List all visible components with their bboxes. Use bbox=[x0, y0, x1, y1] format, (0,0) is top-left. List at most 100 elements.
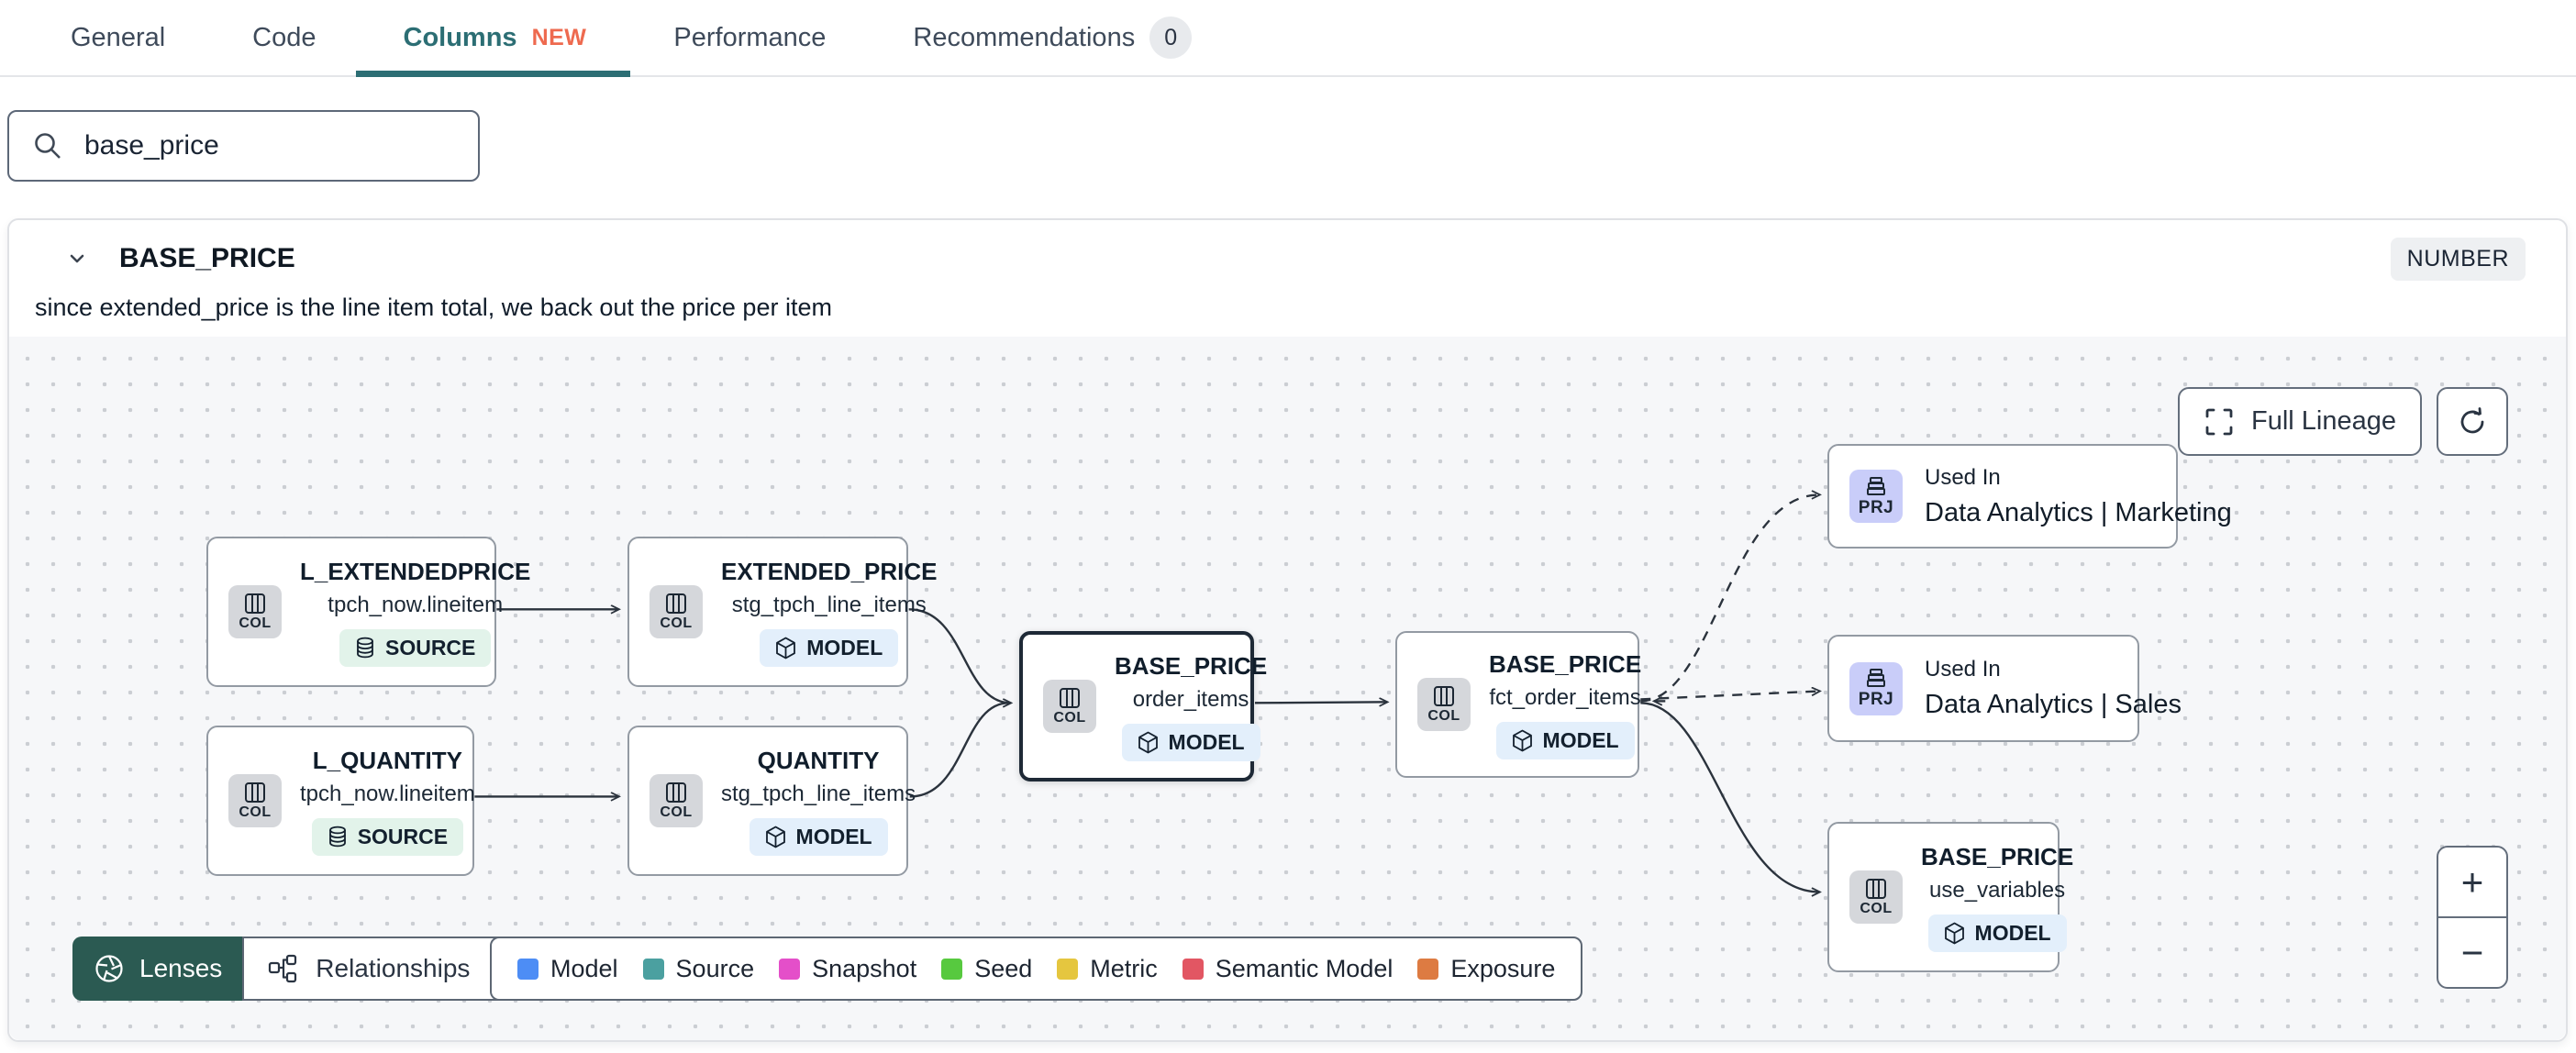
source-badge: SOURCE bbox=[311, 817, 464, 856]
project-tile: PRJ bbox=[1849, 470, 1903, 523]
lineage-node-used-in-sales[interactable]: PRJ Used In Data Analytics | Sales bbox=[1827, 635, 2182, 742]
project-tile: PRJ bbox=[1849, 661, 1903, 715]
refresh-button[interactable] bbox=[2437, 387, 2508, 456]
tile-label: PRJ bbox=[1858, 690, 1894, 709]
tab-label: Recommendations bbox=[913, 22, 1136, 52]
legend-item-semantic-model: Semantic Model bbox=[1182, 955, 1393, 983]
zoom-controls: + − bbox=[2437, 846, 2508, 989]
column-tile: COL bbox=[650, 774, 703, 827]
refresh-icon bbox=[2455, 405, 2490, 439]
badge-label: SOURCE bbox=[357, 824, 449, 848]
column-detail-card: BASE_PRICE NUMBER since extended_price i… bbox=[7, 218, 2568, 1042]
project-name: Data Analytics | Marketing bbox=[1925, 497, 2232, 527]
column-name: BASE_PRICE bbox=[119, 243, 295, 273]
lineage-legend: Model Source Snapshot Seed Metric Semant… bbox=[490, 937, 1583, 1001]
node-title: BASE_PRICE bbox=[1489, 649, 1642, 678]
cube-icon bbox=[1944, 922, 1965, 945]
source-badge: SOURCE bbox=[339, 628, 492, 667]
node-subtitle: stg_tpch_line_items bbox=[721, 781, 916, 806]
tile-label: COL bbox=[1053, 709, 1086, 726]
node-subtitle: fct_order_items bbox=[1489, 684, 1641, 710]
cube-icon bbox=[1138, 731, 1159, 754]
node-body: L_EXTENDEDPRICE tpch_now.lineitem SOURCE bbox=[300, 558, 530, 667]
tab-columns[interactable]: Columns NEW bbox=[355, 0, 631, 77]
lineage-node-l-extendedprice[interactable]: COL L_EXTENDEDPRICE tpch_now.lineitem SO… bbox=[206, 537, 530, 687]
project-name: Data Analytics | Sales bbox=[1925, 690, 2182, 719]
tab-performance[interactable]: Performance bbox=[673, 0, 826, 75]
column-type-badge: NUMBER bbox=[2390, 237, 2526, 281]
lineage-node-l-quantity[interactable]: COL L_QUANTITY tpch_now.lineitem SOURCE bbox=[206, 726, 475, 876]
tab-label: General bbox=[71, 22, 166, 52]
column-tile: COL bbox=[1417, 678, 1471, 731]
legend-item-exposure: Exposure bbox=[1417, 955, 1555, 983]
database-icon bbox=[328, 826, 348, 848]
lineage-node-base-price-fct-order-items[interactable]: COL BASE_PRICE fct_order_items MODEL bbox=[1395, 631, 1642, 778]
node-title: QUANTITY bbox=[757, 746, 880, 774]
tab-label: Performance bbox=[673, 22, 827, 52]
column-card-header: BASE_PRICE NUMBER bbox=[64, 237, 2526, 281]
lenses-label: Lenses bbox=[139, 954, 223, 982]
badge-label: MODEL bbox=[1974, 920, 2051, 945]
model-badge: MODEL bbox=[1121, 723, 1260, 761]
lineage-node-base-price-use-variables[interactable]: COL BASE_PRICE use_variables MODEL bbox=[1827, 822, 2073, 972]
node-title: EXTENDED_PRICE bbox=[721, 557, 938, 585]
tab-bar: General Code Columns NEW Performance Rec… bbox=[0, 0, 2576, 77]
tab-general[interactable]: General bbox=[71, 0, 165, 75]
badge-label: MODEL bbox=[1542, 727, 1619, 752]
new-badge: NEW bbox=[531, 24, 587, 50]
legend-item-seed: Seed bbox=[941, 955, 1032, 983]
cube-icon bbox=[775, 637, 796, 660]
lineage-toolbar: Lenses Relationships bbox=[72, 937, 537, 1001]
tab-code[interactable]: Code bbox=[252, 0, 316, 75]
legend-swatch bbox=[941, 958, 963, 980]
column-tile: COL bbox=[228, 774, 282, 827]
zoom-out-button[interactable]: − bbox=[2460, 930, 2484, 974]
column-tile: COL bbox=[650, 585, 703, 638]
search-input[interactable]: base_price bbox=[7, 110, 480, 182]
node-subtitle: order_items bbox=[1132, 686, 1249, 712]
tab-label: Code bbox=[252, 22, 316, 52]
cube-icon bbox=[1512, 729, 1533, 752]
legend-swatch bbox=[642, 958, 664, 980]
full-lineage-button[interactable]: Full Lineage bbox=[2178, 387, 2422, 456]
node-subtitle: use_variables bbox=[1929, 877, 2066, 903]
legend-label: Metric bbox=[1090, 954, 1158, 982]
search-value: base_price bbox=[84, 130, 219, 161]
recommendations-count-badge: 0 bbox=[1149, 17, 1193, 59]
lineage-edges bbox=[474, 337, 2566, 1040]
node-subtitle: tpch_now.lineitem bbox=[328, 592, 504, 617]
tab-recommendations[interactable]: Recommendations 0 bbox=[913, 0, 1193, 75]
relationships-icon bbox=[266, 952, 299, 985]
lineage-node-used-in-marketing[interactable]: PRJ Used In Data Analytics | Marketing bbox=[1827, 444, 2232, 549]
cube-icon bbox=[765, 826, 786, 848]
legend-label: Model bbox=[550, 954, 618, 982]
zoom-in-button[interactable]: + bbox=[2438, 848, 2506, 918]
lineage-node-extended-price[interactable]: COL EXTENDED_PRICE stg_tpch_line_items M… bbox=[627, 537, 938, 687]
legend-item-snapshot: Snapshot bbox=[779, 955, 916, 983]
tile-label: COL bbox=[1860, 900, 1893, 916]
node-title: BASE_PRICE bbox=[1921, 842, 2074, 870]
legend-swatch bbox=[1417, 958, 1439, 980]
lineage-node-quantity[interactable]: COL QUANTITY stg_tpch_line_items MODEL bbox=[627, 726, 916, 876]
node-body: EXTENDED_PRICE stg_tpch_line_items MODEL bbox=[721, 558, 938, 667]
model-badge: MODEL bbox=[1495, 721, 1635, 759]
column-tile: COL bbox=[228, 585, 282, 638]
database-icon bbox=[355, 637, 375, 659]
lens-aperture-icon bbox=[93, 952, 126, 985]
node-title: L_EXTENDEDPRICE bbox=[300, 557, 531, 585]
column-tile: COL bbox=[1849, 870, 1903, 924]
node-title: L_QUANTITY bbox=[312, 746, 462, 774]
expand-icon bbox=[2204, 406, 2235, 438]
collapse-chevron-icon[interactable] bbox=[64, 246, 90, 272]
legend-item-metric: Metric bbox=[1057, 955, 1158, 983]
badge-label: SOURCE bbox=[384, 635, 476, 660]
lenses-button[interactable]: Lenses bbox=[72, 937, 243, 1001]
lineage-canvas[interactable]: COL L_EXTENDEDPRICE tpch_now.lineitem SO… bbox=[9, 337, 2566, 1040]
model-badge: MODEL bbox=[1927, 914, 2067, 952]
legend-swatch bbox=[779, 958, 801, 980]
lineage-node-base-price-order-items[interactable]: COL BASE_PRICE order_items MODEL bbox=[1019, 631, 1267, 781]
relationships-dropdown[interactable]: Relationships bbox=[242, 937, 537, 1001]
node-subtitle: stg_tpch_line_items bbox=[731, 592, 927, 617]
tab-label: Columns bbox=[403, 22, 517, 52]
used-in-label: Used In bbox=[1925, 464, 2001, 490]
